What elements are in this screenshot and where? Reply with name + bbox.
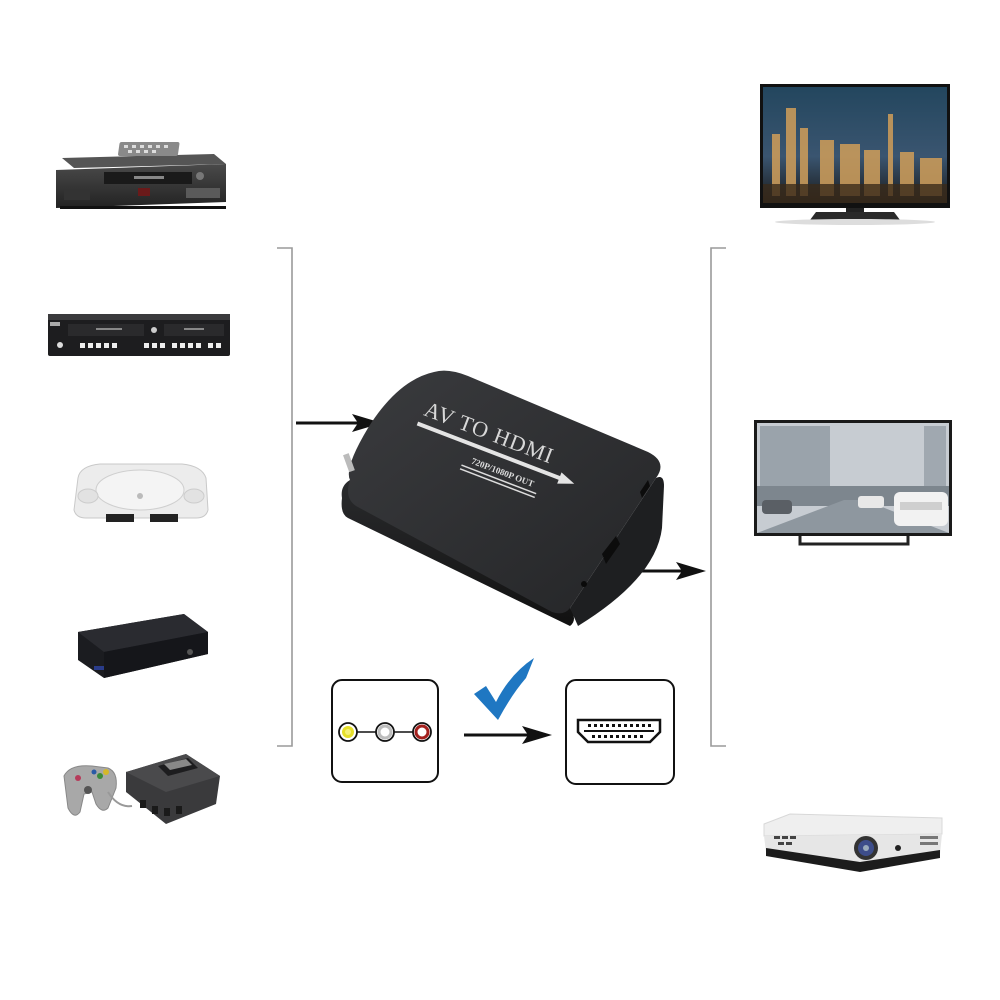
source-ps2: PlayStation 2 (black): [74, 608, 210, 684]
source-ps-one: PlayStation One (white): [70, 456, 212, 528]
ps2-console-icon: [78, 614, 208, 678]
input-arrow: [296, 414, 382, 432]
output-tv-city: TV (night city skyline): [760, 84, 952, 226]
av-to-hdmi-converter: AV TO HDMI 720P/1080P OUT: [338, 368, 668, 630]
output-tv-street: TV (rainy street): [754, 420, 954, 548]
ps-one-console-icon: [73, 463, 209, 522]
output-bracket: [710, 247, 726, 747]
usb-power-port-icon: [640, 480, 650, 498]
input-bracket: [277, 247, 293, 747]
rca-input-icon-box: RCA composite (yellow/white/red): [330, 678, 440, 784]
source-n64: Nintendo 64 with controller: [56, 748, 222, 832]
check-mark-icon: [474, 658, 534, 720]
source-vcr: VCR with remote: [54, 140, 232, 214]
source-dvd-vcr-combo: DVD/VCR combo: [46, 312, 232, 360]
tv-icon: [754, 420, 952, 546]
hdmi-connector-icon: [565, 679, 675, 785]
rca-connector-icon: [331, 679, 439, 783]
audio-jack-icon: [581, 581, 587, 587]
hdmi-port-icon: [602, 536, 620, 564]
projector-icon: [763, 813, 943, 872]
dvd-vcr-combo-icon: [48, 314, 230, 356]
vcr-icon: [56, 142, 226, 209]
conversion-arrow: [464, 726, 552, 744]
hdmi-output-icon-box: HDMI: [564, 678, 676, 786]
tv-icon: [760, 84, 950, 225]
n64-console-icon: [63, 754, 220, 824]
converter-device-icon: AV TO HDMI 720P/1080P OUT: [341, 370, 664, 626]
output-projector: Projector: [760, 812, 946, 874]
